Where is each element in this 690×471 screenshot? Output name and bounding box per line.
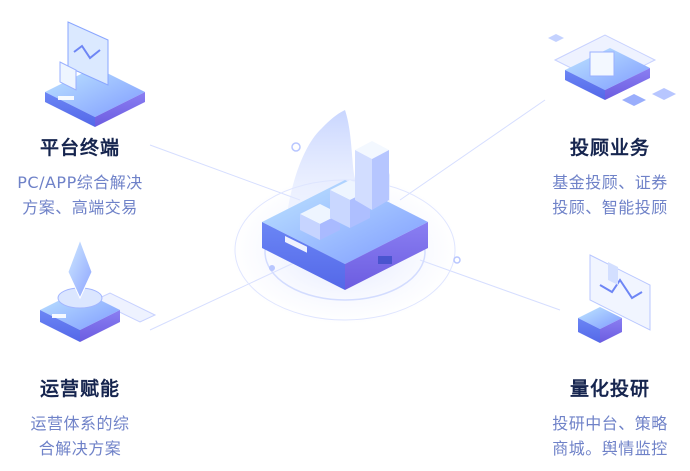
feature-advisory-business: 投顾业务 基金投顾、证券 投顾、智能投顾 — [530, 133, 690, 220]
feature-quant-research: 量化投研 投研中台、策略 商城。舆情监控 — [530, 374, 690, 461]
feature-desc-line: 方案、高端交易 — [22, 198, 138, 217]
feature-desc-line: 合解决方案 — [38, 439, 122, 458]
feature-operation-enablement: 运营赋能 运营体系的综 合解决方案 — [0, 374, 160, 461]
feature-desc-line: PC/APP综合解决 — [17, 173, 143, 192]
feature-desc-line: 商城。舆情监控 — [552, 439, 668, 458]
feature-title: 投顾业务 — [569, 137, 650, 159]
crystal-icon — [40, 238, 157, 342]
feature-desc: PC/APP综合解决 方案、高端交易 — [0, 170, 160, 220]
feature-desc-line: 投顾、智能投顾 — [552, 198, 668, 217]
feature-desc-line: 基金投顾、证券 — [552, 173, 668, 192]
feature-platform-terminal: 平台终端 PC/APP综合解决 方案、高端交易 — [0, 133, 160, 220]
feature-desc: 基金投顾、证券 投顾、智能投顾 — [530, 170, 690, 220]
feature-title: 平台终端 — [39, 137, 120, 159]
center-platform-icon — [262, 141, 428, 290]
feature-desc-line: 投研中台、策略 — [552, 414, 668, 433]
monitor-icon — [45, 21, 145, 127]
feature-desc: 运营体系的综 合解决方案 — [0, 411, 160, 461]
feature-desc: 投研中台、策略 商城。舆情监控 — [530, 411, 690, 461]
quant-research-icon — [578, 254, 651, 343]
cards-icon — [548, 34, 676, 106]
feature-title: 运营赋能 — [39, 378, 120, 400]
feature-desc-line: 运营体系的综 — [30, 414, 130, 433]
feature-title: 量化投研 — [569, 378, 650, 400]
